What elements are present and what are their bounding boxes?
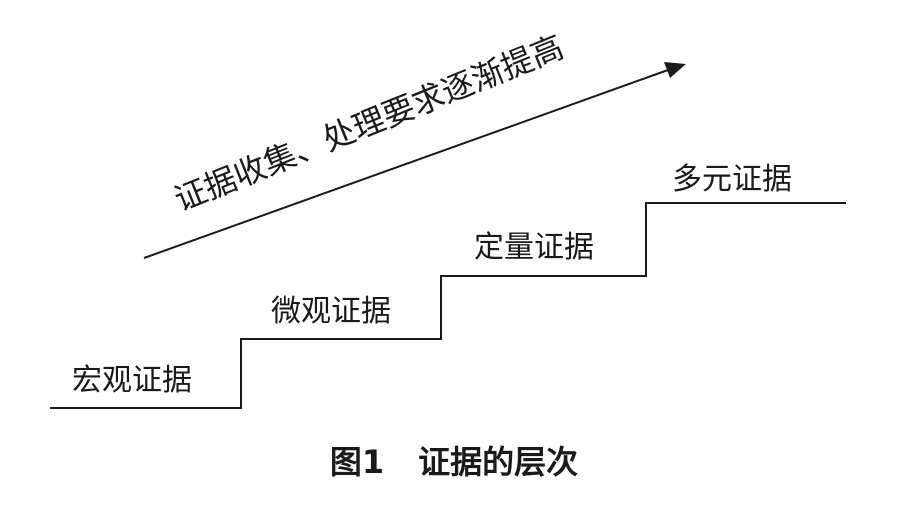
figure-caption: 图1 证据的层次 bbox=[0, 446, 908, 478]
progress-arrow-head bbox=[664, 62, 686, 78]
step-label-pluralistic: 多元证据 bbox=[672, 162, 792, 197]
step-label-micro: 微观证据 bbox=[271, 294, 391, 329]
step-label-quantitative: 定量证据 bbox=[474, 230, 594, 265]
staircase-line bbox=[50, 202, 846, 409]
progress-arrow-line bbox=[143, 69, 669, 259]
step-label-macro: 宏观证据 bbox=[72, 363, 192, 398]
figure-title: 证据的层次 bbox=[418, 443, 579, 481]
figure-number: 图1 bbox=[329, 443, 385, 481]
